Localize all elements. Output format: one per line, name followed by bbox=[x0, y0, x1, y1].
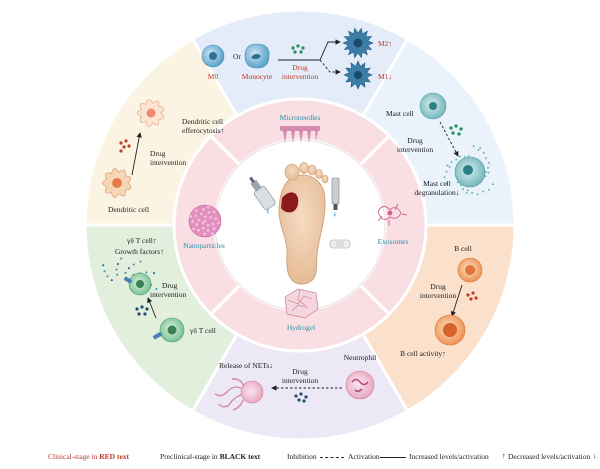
macrophage-panel: Or M0 Monocyte Drug intervention M2↑ M1↓ bbox=[201, 27, 392, 90]
mast-cell-title: Mast cell bbox=[386, 109, 414, 118]
activation-arrow-m2 bbox=[278, 39, 341, 61]
inhibition-key-line bbox=[320, 457, 344, 458]
ointment-tube-icon bbox=[331, 177, 340, 217]
up-arrow-icon: ↑ bbox=[502, 451, 506, 460]
granules bbox=[443, 145, 494, 196]
exosomes-icon bbox=[377, 203, 408, 226]
or-text: Or bbox=[233, 52, 241, 61]
bandage-icon bbox=[329, 239, 351, 249]
intervention-label-gd: intervention bbox=[150, 290, 186, 299]
drug-label-mast: Drug bbox=[407, 136, 423, 145]
activation-arrow-gd bbox=[147, 297, 157, 319]
drug-dots-mast bbox=[449, 124, 463, 136]
drug-label-b: Drug bbox=[430, 282, 446, 291]
activation-key-line bbox=[380, 457, 406, 458]
drug-dots-dc bbox=[119, 139, 131, 153]
activation-arrow-dc bbox=[131, 132, 142, 176]
dropper-bottle-icon bbox=[249, 176, 276, 210]
dc-result-line2: efferocytosis↑ bbox=[182, 126, 224, 135]
inhibition-arrow-m1 bbox=[319, 59, 341, 75]
foot-illustration bbox=[278, 162, 329, 285]
intervention-label-neutrophil: intervention bbox=[282, 376, 318, 385]
dendritic-panel: Dendritic cell efferocytosis↑ Drug inter… bbox=[102, 99, 224, 214]
legend-inhibition: Inhibition bbox=[287, 452, 317, 461]
down-arrow-icon: ↓ bbox=[593, 451, 597, 460]
efferocytosis-dendritic-cell bbox=[137, 99, 165, 127]
dendritic-cell bbox=[102, 168, 132, 198]
m0-label: M0 bbox=[208, 72, 219, 81]
drug-label-dc: Drug bbox=[150, 149, 166, 158]
intervention-label-mast: intervention bbox=[397, 145, 433, 154]
nanoparticles-label: Nanoparticles bbox=[183, 241, 225, 250]
dc-title: Dendritic cell bbox=[108, 205, 149, 214]
drug-dots-macrophage bbox=[291, 44, 305, 54]
exosomes-label: Exosomes bbox=[378, 237, 409, 246]
intervention-label-macrophage: intervention bbox=[282, 72, 318, 81]
activation-arrow-b bbox=[450, 284, 463, 317]
mast-result-line1: Mast cell bbox=[423, 179, 451, 188]
m2-label: M2↑ bbox=[378, 39, 392, 48]
drug-label-macrophage: Drug bbox=[292, 63, 308, 72]
nanoparticles-icon bbox=[188, 204, 222, 238]
mast-cell-panel: Mast cell Drug intervention Mast cell de… bbox=[386, 92, 494, 197]
drop-icon bbox=[267, 208, 269, 214]
wound bbox=[281, 192, 299, 213]
mast-result-line2: degranulation↓ bbox=[415, 188, 460, 197]
drug-dots-neutrophil bbox=[294, 392, 308, 403]
drug-label-neutrophil: Drug bbox=[292, 367, 308, 376]
hydrogel-label: Hydrogel bbox=[287, 323, 315, 332]
dc-result-line1: Dendritic cell bbox=[182, 117, 223, 126]
hydrogel-icon bbox=[284, 288, 319, 319]
neutrophil-panel: Neutrophil Drug intervention Release of … bbox=[214, 353, 377, 411]
net-result: Release of NETs↓ bbox=[219, 361, 273, 370]
intervention-label-dc: intervention bbox=[150, 158, 186, 167]
legend-increased: Increased levels/activation bbox=[409, 452, 489, 461]
b-cell-panel: B cell Drug intervention B cell activity… bbox=[400, 244, 483, 358]
b-result: B cell activity↑ bbox=[400, 349, 446, 358]
gd-t-cell-panel: γδ T cell↑ Growth factors↑ Drug interven… bbox=[102, 236, 216, 343]
m2-macrophage bbox=[342, 27, 374, 59]
monocyte-label: Monocyte bbox=[242, 72, 273, 81]
gd-result-line2: Growth factors↑ bbox=[115, 247, 164, 256]
inhibition-arrow-mast bbox=[439, 121, 459, 157]
m1-macrophage bbox=[343, 60, 373, 90]
legend-decreased: Decreased levels/activation bbox=[508, 452, 591, 461]
legend-activation: Activation bbox=[348, 452, 380, 461]
gd-t-cell-title: γδ T cell bbox=[189, 326, 216, 335]
b-cell-title: B cell bbox=[454, 244, 472, 253]
microneedles-label: Microneedles bbox=[280, 113, 321, 122]
microneedles-icon bbox=[280, 126, 320, 143]
drug-dots-b bbox=[466, 291, 478, 301]
legend-clinical: Clinical-stage in RED text bbox=[48, 452, 130, 461]
legend-preclinical: Preclinical-stage in BLACK text bbox=[160, 452, 261, 461]
drug-label-gd: Drug bbox=[162, 281, 178, 290]
legend: Clinical-stage in RED text Preclinical-s… bbox=[0, 451, 600, 466]
intervention-label-b: intervention bbox=[420, 291, 456, 300]
drug-dots-gd bbox=[135, 305, 149, 316]
neutrophil-cell bbox=[345, 370, 375, 400]
m1-label: M1↓ bbox=[378, 72, 392, 81]
nets-illustration bbox=[214, 378, 264, 411]
gd-result-line1: γδ T cell↑ bbox=[126, 236, 157, 245]
neutrophil-title: Neutrophil bbox=[344, 353, 377, 362]
